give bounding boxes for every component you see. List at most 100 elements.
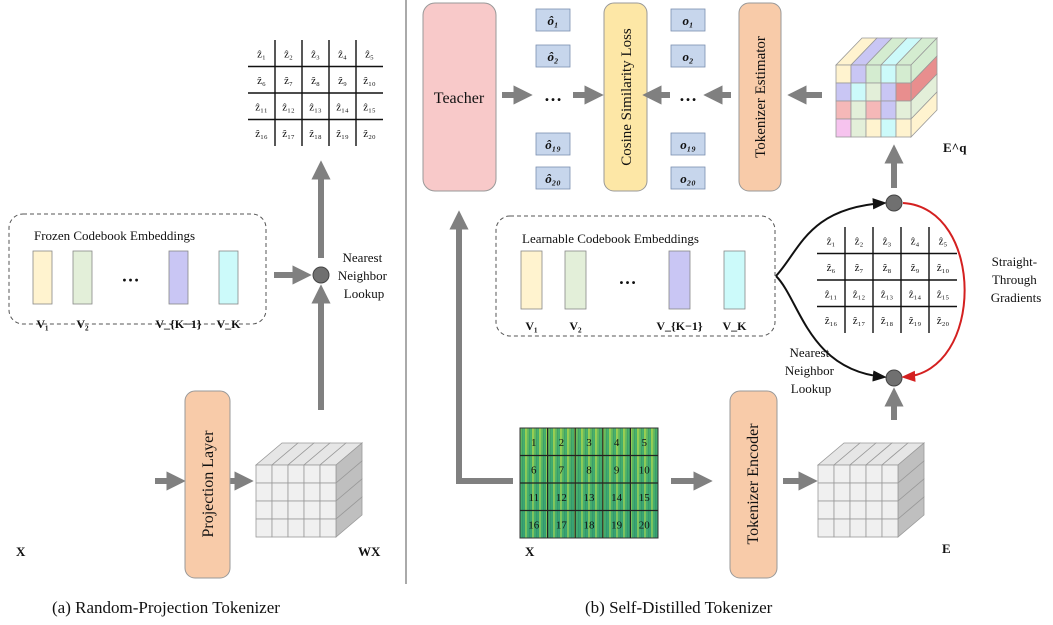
patch-number: 1 (531, 437, 537, 449)
output-label-wx: WX (358, 544, 381, 559)
cube-front-cell (833, 464, 851, 484)
teacher-box (422, 2, 497, 192)
token-cell: ẑ₉ (338, 75, 347, 87)
projection-layer-label: Projection Layer (200, 430, 217, 538)
codebook-vector (168, 250, 189, 305)
ellipsis: … (619, 268, 637, 288)
input-label-a: X (16, 544, 26, 559)
token-cell: ẑ₁ (257, 48, 266, 60)
codebook-label: V_{K−1} (155, 317, 202, 331)
token-cell: ẑ₁₇ (282, 128, 295, 140)
cube-front-cell (880, 100, 897, 120)
cube-front-cell (833, 500, 851, 520)
teacher-output-label: ô₂₀ (545, 171, 561, 186)
token-cell: ẑ₉ (911, 262, 920, 274)
cube-front-cell (287, 500, 305, 520)
cube-front-cell (895, 118, 912, 138)
frozen-codebook-box (8, 213, 267, 325)
cube-front-cell (817, 464, 835, 484)
patch-number: 11 (529, 492, 540, 504)
cube-front-cell (849, 464, 867, 484)
embedding-cube-e (816, 442, 926, 538)
token-cell: ẑ₄ (911, 235, 920, 247)
output-token-box (670, 8, 706, 32)
cube-front-cell (303, 518, 321, 538)
nn-label-b: Nearest Neighbor Lookup (785, 345, 837, 396)
quantized-node (885, 194, 903, 212)
quantized-cube-eq (835, 37, 938, 138)
teacher-output-label: ô₂ (547, 49, 558, 64)
caption-b: (b) Self-Distilled Tokenizer (585, 598, 773, 617)
cube-front-cell (865, 464, 883, 484)
token-cell: ẑ₁₄ (336, 101, 349, 113)
codebook-label: V₂ (569, 319, 582, 333)
nn-label-a: Nearest Neighbor Lookup (338, 250, 390, 301)
ellipsis: … (679, 85, 697, 105)
estimator-output-label: o₁₉ (680, 137, 696, 152)
cube-front-cell (303, 482, 321, 502)
codebook-vector (668, 250, 691, 310)
cube-front-cell (835, 64, 852, 84)
patch-number: 18 (584, 519, 596, 531)
patch-number: 19 (611, 519, 623, 531)
cube-front-cell (817, 482, 835, 502)
estimator-output-label: o₂ (682, 49, 693, 64)
cube-front-cell (865, 500, 883, 520)
token-cell: ẑ₁₇ (853, 315, 866, 327)
cube-front-cell (287, 464, 305, 484)
patch-number: 16 (528, 519, 540, 531)
cube-front-cell (833, 518, 851, 538)
cube-front-cell (287, 482, 305, 502)
cube-front-cell (271, 482, 289, 502)
cube-front-cell (833, 482, 851, 502)
straight-through-label: Straight- Through Gradients (991, 254, 1042, 305)
token-cell: ẑ₁₉ (909, 315, 922, 327)
cube-front-cell (271, 500, 289, 520)
learnable-codebook-box (495, 215, 776, 337)
codebook-vector (72, 250, 93, 305)
cube-front-cell (271, 464, 289, 484)
cube-front-cell (895, 82, 912, 102)
quantized-label: E^q (943, 140, 967, 155)
output-token-box (535, 44, 571, 68)
cube-front-cell (865, 64, 882, 84)
token-cell: ẑ₅ (939, 235, 948, 247)
codebook-label: V_K (723, 319, 748, 333)
patch-number: 4 (614, 437, 620, 449)
cube-front-cell (303, 464, 321, 484)
codebook-label: V_{K−1} (656, 319, 703, 333)
token-cell: ẑ₁₄ (909, 288, 922, 300)
token-cell: ẑ₁₁ (825, 288, 838, 300)
patch-number: 8 (586, 464, 592, 476)
cube-front-cell (255, 482, 273, 502)
token-cell: ẑ₁ (827, 235, 836, 247)
cube-front-cell (865, 482, 883, 502)
ellipsis: … (544, 85, 562, 105)
estimator-output-label: o₁ (682, 13, 693, 28)
cube-front-cell (849, 518, 867, 538)
cube-front-cell (850, 64, 867, 84)
token-cell: ẑ₂ (284, 48, 293, 60)
frozen-codebook-title: Frozen Codebook Embeddings (34, 228, 195, 243)
cube-front-cell (849, 500, 867, 520)
token-cell: ẑ₁₅ (937, 288, 950, 300)
projection-layer-box (184, 390, 231, 579)
token-cell: ẑ₇ (855, 262, 864, 274)
patch-number: 17 (556, 519, 568, 531)
cube-front-cell (319, 500, 337, 520)
teacher-output-label: ô₁ (547, 13, 558, 28)
patch-number: 6 (531, 464, 537, 476)
cube-front-cell (255, 464, 273, 484)
arrow-input-to-teacher (449, 210, 513, 484)
tokenizer-encoder-box (729, 390, 778, 579)
cube-front-cell (880, 82, 897, 102)
cube-front-cell (881, 482, 899, 502)
token-cell: ẑ₂₀ (363, 128, 376, 140)
